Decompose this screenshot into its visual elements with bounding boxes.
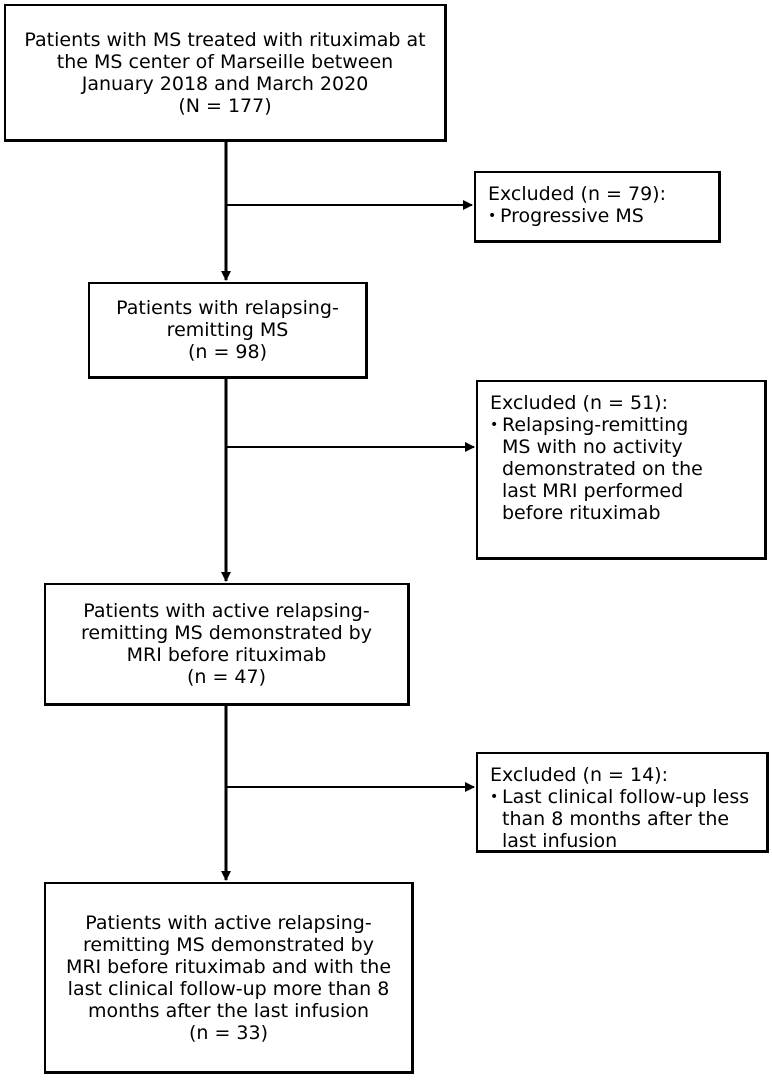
box-exclusion-no-activity: Excluded (n = 51): Relapsing-remitting M…	[476, 380, 767, 560]
exclusion-item: Progressive MS	[488, 205, 706, 227]
box-text-line: the MS center of Marseille between	[56, 50, 394, 73]
box-text-line: months after the last infusion	[87, 999, 370, 1022]
exclusion-item-line: before rituximab	[502, 502, 661, 524]
box-relapsing-remitting: Patients with relapsing- remitting MS (n…	[88, 282, 368, 379]
exclusion-item-line: Last clinical follow-up less	[502, 786, 750, 808]
box-active-rrms: Patients with active relapsing- remittin…	[44, 583, 410, 706]
exclusion-item-line: MS with no activity	[502, 436, 683, 458]
exclusion-item-line: demonstrated on the	[502, 458, 703, 480]
exclusion-item-line: Relapsing-remitting	[502, 414, 689, 436]
box-text-line: remitting MS demonstrated by	[81, 622, 372, 644]
exclusion-item-line: Progressive MS	[500, 205, 644, 227]
exclusion-item-line: last MRI performed	[502, 480, 684, 502]
box-text-line: last clinical follow-up more than 8	[67, 977, 390, 1000]
box-exclusion-progressive: Excluded (n = 79): Progressive MS	[474, 171, 721, 243]
box-text-line: MRI before rituximab and with the	[65, 955, 392, 978]
box-count: (n = 47)	[186, 666, 267, 688]
exclusion-item: Relapsing-remitting MS with no activity …	[490, 414, 752, 524]
box-text-line: Patients with active relapsing-	[85, 911, 372, 934]
box-count: (n = 33)	[188, 1021, 269, 1044]
box-count: (N = 177)	[178, 94, 272, 117]
box-final-cohort: Patients with active relapsing- remittin…	[44, 882, 414, 1074]
box-exclusion-short-followup: Excluded (n = 14): Last clinical follow-…	[476, 752, 769, 853]
exclusion-heading: Excluded (n = 79):	[488, 183, 666, 205]
exclusion-item-line: than 8 months after the	[502, 808, 730, 830]
box-text-line: remitting MS	[166, 319, 289, 341]
exclusion-heading: Excluded (n = 14):	[490, 764, 668, 786]
box-text-line: January 2018 and March 2020	[81, 72, 369, 95]
box-text-line: Patients with relapsing-	[116, 297, 339, 319]
box-count: (n = 98)	[187, 341, 268, 363]
exclusion-item-line: last infusion	[502, 830, 618, 852]
exclusion-heading: Excluded (n = 51):	[490, 392, 668, 414]
box-text-line: Patients with MS treated with rituximab …	[24, 28, 426, 51]
exclusion-item: Last clinical follow-up less than 8 mont…	[490, 786, 754, 852]
box-text-line: MRI before rituximab	[126, 644, 327, 666]
box-initial-cohort: Patients with MS treated with rituximab …	[4, 4, 447, 142]
box-text-line: remitting MS demonstrated by	[83, 933, 374, 956]
box-text-line: Patients with active relapsing-	[83, 600, 370, 622]
